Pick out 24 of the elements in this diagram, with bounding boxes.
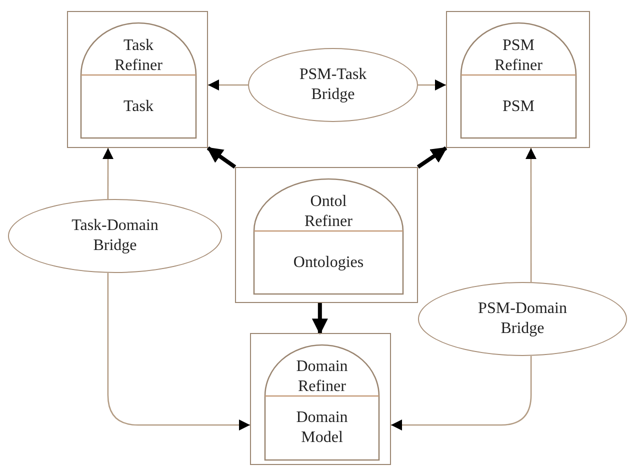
arrow <box>107 273 250 430</box>
container-box <box>250 333 391 465</box>
bridge-ellipse: PSM-Task Bridge <box>248 48 418 122</box>
module-label: Task <box>124 96 154 116</box>
refiner-label: Domain Refiner <box>295 357 349 397</box>
refiner-label: Task Refiner <box>114 36 164 76</box>
arrow <box>208 79 248 90</box>
thick-arrow <box>416 146 448 169</box>
bridge-ellipse: PSM-Domain Bridge <box>418 282 627 356</box>
refiner-label: PSM Refiner <box>494 36 544 76</box>
module-label: PSM <box>502 96 535 116</box>
refiner-label: Ontol Refiner <box>304 192 354 232</box>
bridge-ellipse: Task-Domain Bridge <box>8 199 222 273</box>
arrow <box>418 80 446 90</box>
container-box <box>235 167 418 303</box>
arrow <box>102 148 114 199</box>
module-label: Domain Model <box>295 408 349 448</box>
thick-arrow <box>312 303 328 335</box>
thick-arrow <box>206 146 236 169</box>
module-label: Ontologies <box>293 252 364 272</box>
arrow <box>525 148 536 282</box>
container-box <box>67 11 208 148</box>
arrow <box>391 356 532 430</box>
container-box <box>446 11 590 148</box>
